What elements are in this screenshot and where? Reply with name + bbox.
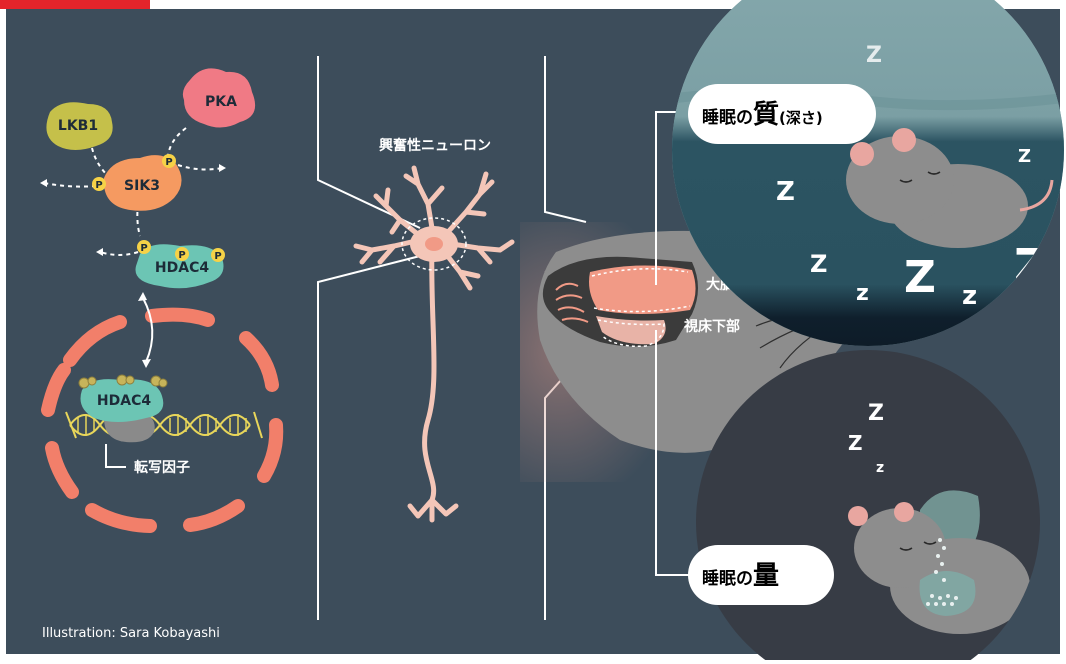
dna-end-right [253, 411, 263, 439]
sleep-quantity-pill: 睡眠の量 [688, 545, 834, 605]
phospho-sik3-left: P [92, 177, 106, 191]
dna-helix [69, 414, 251, 436]
svg-text:Z: Z [866, 43, 882, 68]
nucleus-membrane [41, 307, 284, 533]
svg-text:睡眠の質(深さ): 睡眠の質(深さ) [702, 100, 823, 130]
phospho-hdac4-1: P [137, 240, 151, 254]
cerebellum-folds [555, 282, 589, 323]
sleep-quantity-emphasis: 量 [753, 561, 779, 591]
svg-text:P: P [140, 243, 147, 254]
svg-text:Z: Z [868, 401, 884, 426]
svg-text:Z: Z [810, 250, 827, 278]
sik3-blob [103, 155, 182, 211]
hdac4-cytoplasm-label: HDAC4 [155, 260, 209, 276]
neuron-label: 興奮性ニューロン [379, 137, 491, 154]
hdac4-cytoplasm-blob [135, 244, 224, 289]
sik3-label: SIK3 [124, 178, 160, 194]
sleep-quality-pill: 睡眠の質(深さ) [688, 84, 876, 144]
transcription-factor-label: 転写因子 [134, 459, 190, 476]
double-arrow-head-bottom [142, 359, 151, 368]
dna-end-left [65, 411, 77, 439]
lkb1-blob [46, 102, 113, 150]
hdac4-nucleus-label: HDAC4 [97, 393, 151, 409]
svg-text:Z: Z [848, 431, 863, 455]
svg-text:Z: Z [904, 252, 936, 303]
svg-text:z: z [856, 281, 869, 306]
svg-text:P: P [165, 157, 172, 168]
pka-label: PKA [205, 94, 237, 110]
pka-blob [182, 68, 256, 128]
acetyl-groups [78, 374, 168, 389]
cortex-region [589, 265, 696, 314]
sleep-quantity-prefix: 睡眠の [702, 568, 753, 589]
neuron-highlight-ring [401, 217, 467, 271]
amount-z-marks: Z Z z [848, 401, 884, 476]
signaling-pathway: LKB1 PKA SIK3 HDAC4 P P P P [40, 68, 284, 533]
hdac4-nucleus-blob [80, 379, 164, 422]
lkb1-label: LKB1 [58, 118, 98, 134]
sleep-quality-prefix: 睡眠の [702, 107, 753, 128]
svg-text:Z: Z [776, 177, 795, 207]
svg-text:z: z [876, 460, 884, 476]
arrowhead-left-2 [96, 248, 103, 256]
phospho-hdac4-3: P [211, 248, 225, 262]
double-arrow-head-top [138, 292, 147, 301]
sleep-quality-suffix: (深さ) [779, 109, 823, 127]
svg-text:睡眠の量: 睡眠の量 [702, 561, 779, 591]
svg-text:P: P [214, 251, 221, 262]
hypothalamus-region [596, 316, 666, 345]
hypothalamus-label: 視床下部 [683, 318, 740, 335]
illustration-credit: Illustration: Sara Kobayashi [42, 626, 220, 641]
neuron-nucleus [425, 237, 443, 251]
brain-dashed-outlines [591, 268, 691, 348]
arrowhead-left [40, 179, 47, 187]
svg-text:P: P [178, 250, 185, 261]
phospho-groups: P P P P P [92, 154, 225, 262]
arrowhead-right [219, 164, 226, 172]
svg-text:Z: Z [1018, 146, 1031, 167]
svg-text:P: P [95, 180, 102, 191]
shuttle-double-arrow [142, 297, 154, 363]
excitatory-neuron [353, 165, 515, 523]
phospho-hdac4-2: P [175, 247, 189, 261]
sleep-quality-emphasis: 質 [753, 100, 779, 130]
hourglass-sand [926, 538, 958, 606]
svg-text:z: z [962, 281, 977, 311]
tf-callout-line [105, 444, 126, 468]
phospho-sik3-right: P [162, 154, 176, 168]
red-corner-tag [0, 0, 150, 9]
